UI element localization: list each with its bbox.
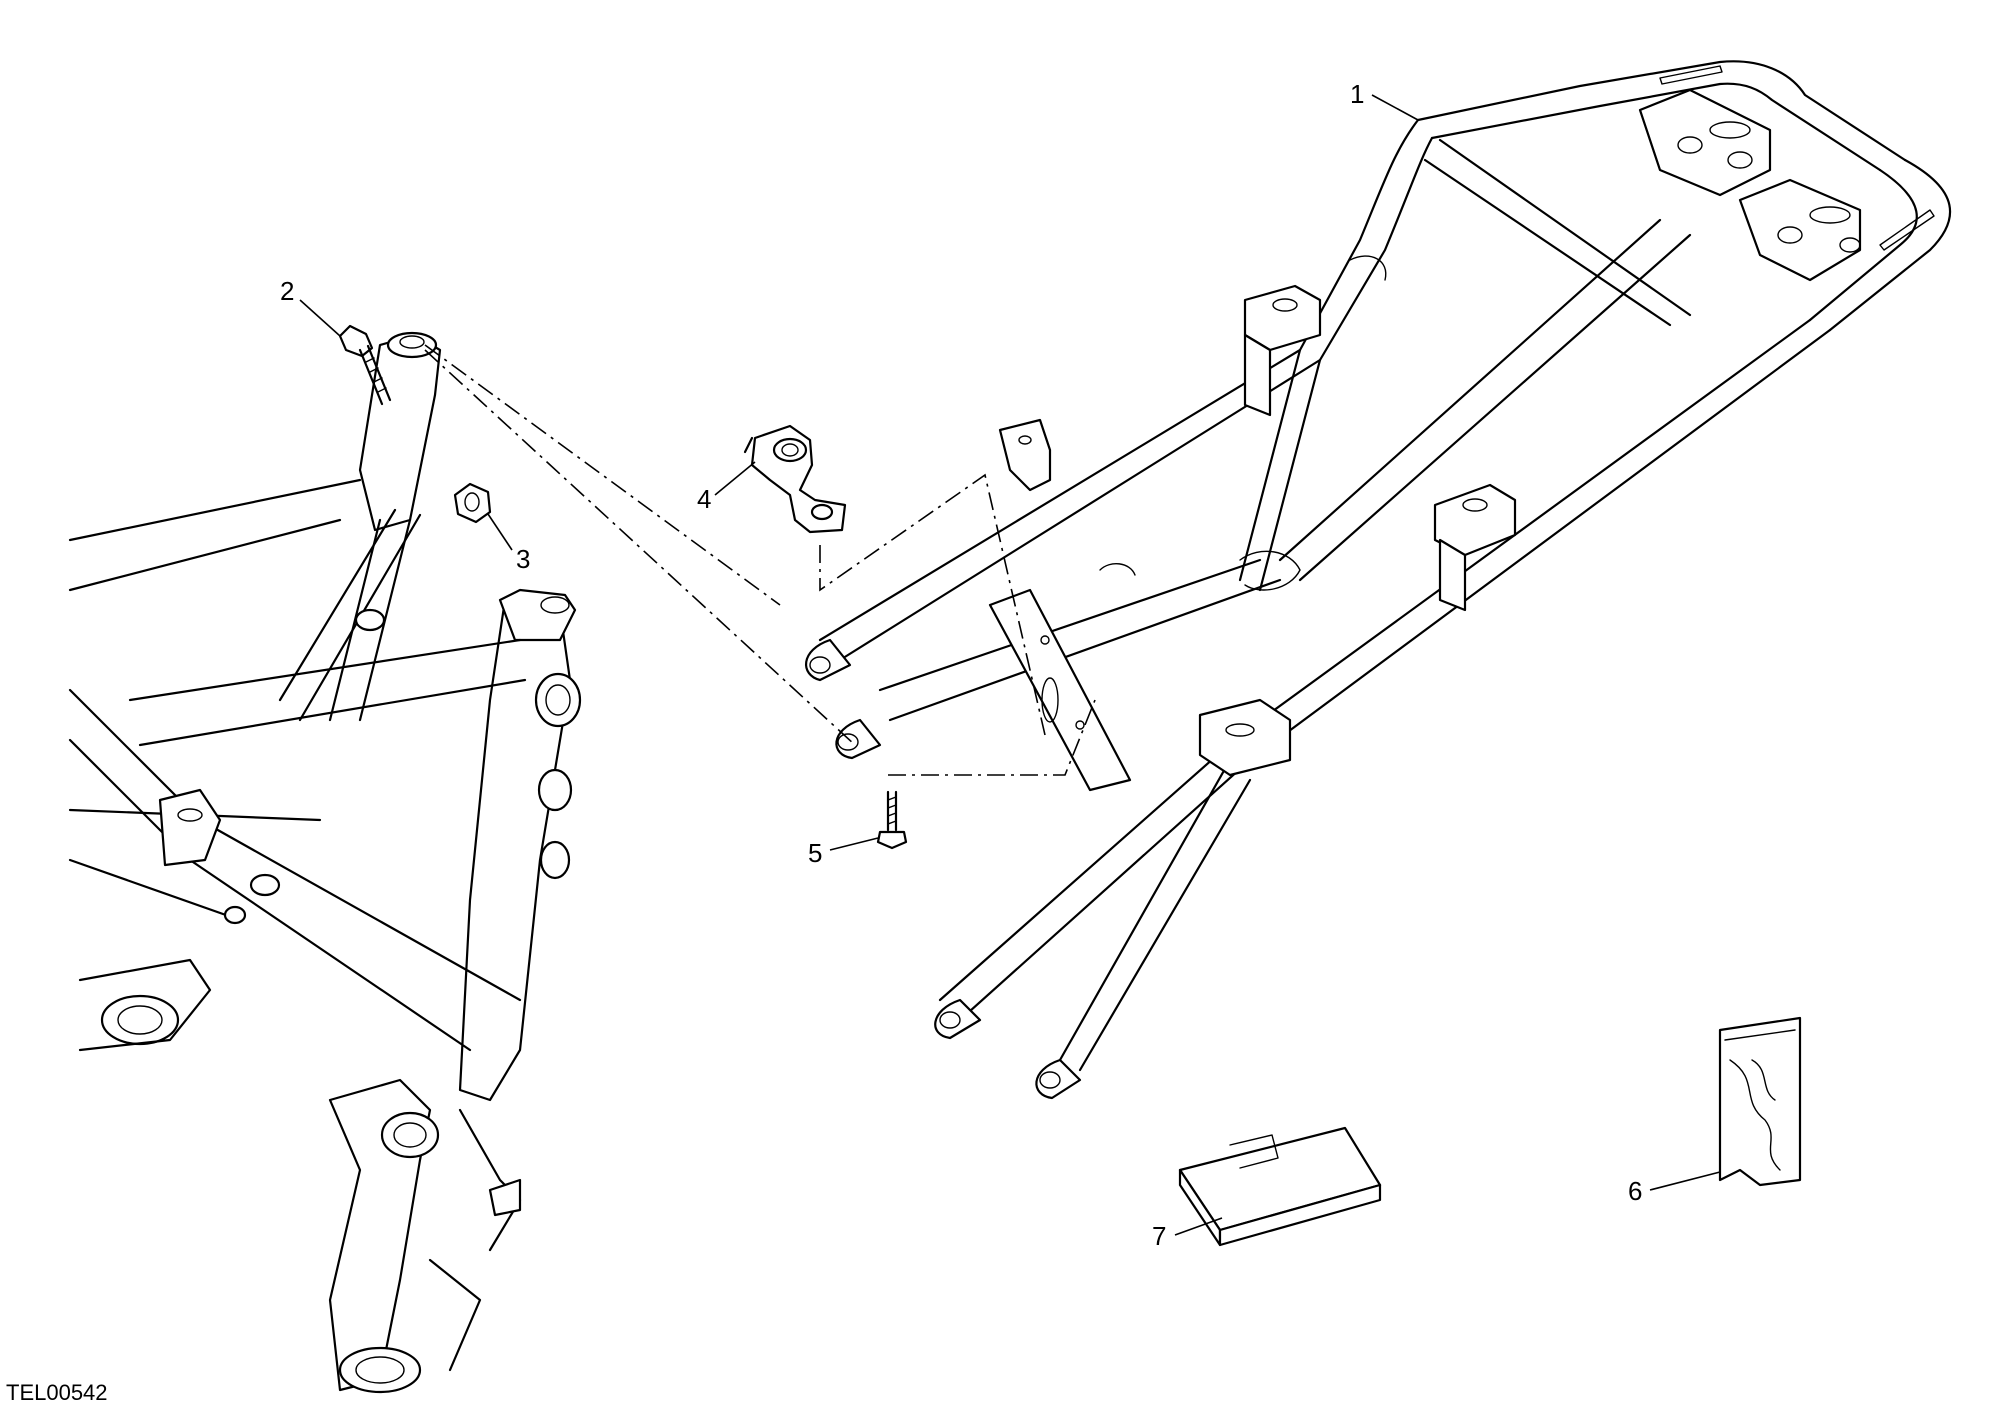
callout-2: 2 (280, 276, 294, 306)
part-3-nut (453, 482, 492, 524)
callout-7: 7 (1152, 1221, 1166, 1251)
reference-code: TEL00542 (6, 1380, 108, 1405)
callout-4: 4 (697, 484, 711, 514)
part-6-bag (1718, 1016, 1802, 1187)
part-5-screw (876, 790, 908, 850)
callout-5: 5 (808, 838, 822, 868)
callout-1: 1 (1350, 79, 1364, 109)
part-1-rear-subframe (804, 60, 1952, 1100)
leader-lines (299, 94, 1721, 1236)
callout-6: 6 (1628, 1176, 1642, 1206)
callout-labels: 1 2 3 4 5 6 7 (280, 79, 1642, 1251)
main-frame (68, 331, 582, 1394)
part-7-booklet (1178, 1126, 1382, 1247)
part-2-bolt (338, 324, 392, 406)
part-4-bracket (743, 424, 847, 534)
assembly-lines (424, 344, 1096, 776)
callout-3: 3 (516, 544, 530, 574)
